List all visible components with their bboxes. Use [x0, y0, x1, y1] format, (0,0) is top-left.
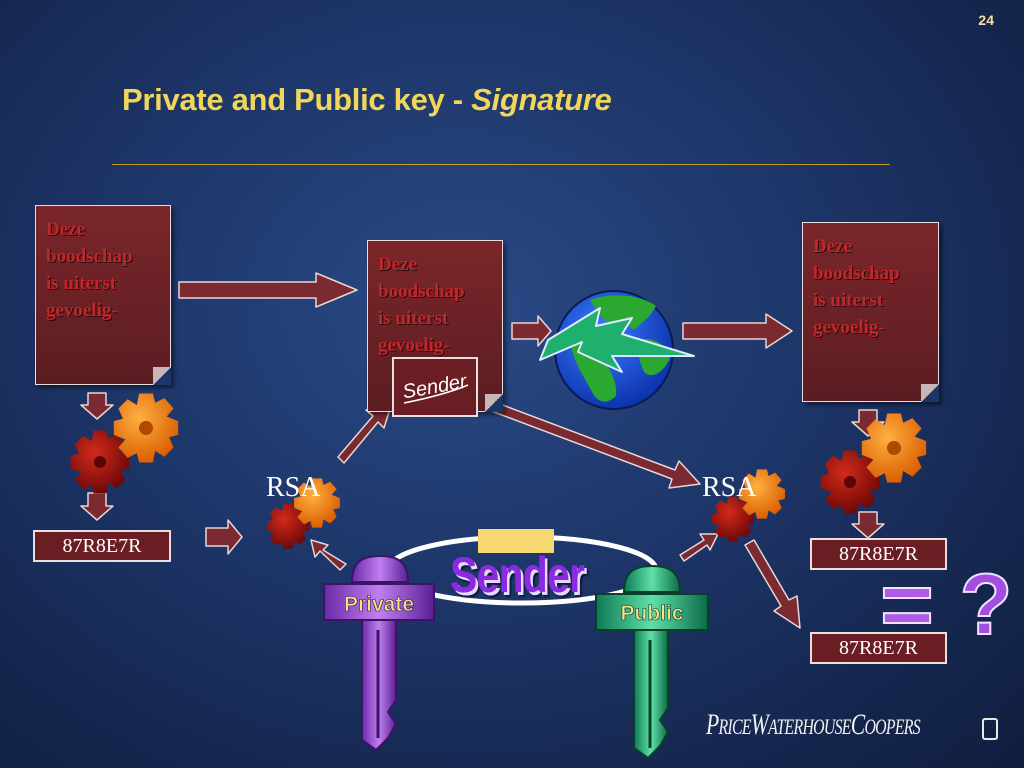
- arrow-gear-to-hash-left: [80, 492, 114, 521]
- arrow-doc-to-signed: [178, 272, 358, 308]
- public-key-label: Public: [620, 602, 683, 625]
- title-emphasis: Signature: [471, 82, 612, 117]
- arrow-doc-to-gear-left: [80, 392, 114, 420]
- arrow-gear-to-hash-right: [851, 511, 885, 539]
- hash-gears-left-icon: [70, 393, 179, 494]
- pricewaterhousecoopers-logo: PRICEWATERHOUSECOOPERS: [706, 708, 921, 741]
- received-message-document: Deze boodschap is uiterst gevoelig-: [802, 222, 939, 402]
- arrow-public-key-to-rsa: [679, 533, 719, 562]
- arrow-rsa-to-signature: [337, 401, 393, 464]
- private-key-label: Private: [344, 593, 414, 616]
- page-fold: [485, 394, 503, 412]
- digital-signature-box: Sender: [392, 357, 478, 417]
- registered-mark-icon: [982, 718, 998, 740]
- rsa-label-left: RSA: [266, 472, 321, 503]
- arrow-to-globe: [511, 315, 552, 347]
- document-text: Deze boodschap is uiterst gevoelig-: [46, 219, 133, 321]
- page-fold: [921, 384, 939, 402]
- internet-globe-icon: [539, 290, 695, 410]
- public-key-icon: [595, 564, 709, 760]
- document-text: Deze boodschap is uiterst gevoelig-: [378, 254, 465, 356]
- question-mark: ?: [960, 557, 1013, 653]
- arrow-hash-to-rsa-left: [205, 519, 243, 555]
- hash-gears-right-icon: [820, 413, 927, 514]
- signature-text: Sender: [401, 370, 470, 403]
- arrow-rsa-to-hash-bottom: [744, 539, 801, 629]
- key-ring-tag: [478, 529, 554, 553]
- hash-value-right-top: 87R8E7R: [810, 538, 947, 570]
- handwritten-signature: Sender: [401, 370, 470, 404]
- original-message-document: Deze boodschap is uiterst gevoelig-: [35, 205, 171, 385]
- document-text: Deze boodschap is uiterst gevoelig-: [813, 236, 900, 338]
- page-fold: [153, 367, 171, 385]
- title-divider: [112, 164, 890, 165]
- title-prefix: Private and Public key -: [122, 82, 472, 117]
- hash-value-right-bottom: 87R8E7R: [810, 632, 947, 664]
- rsa-label-right: RSA: [702, 472, 757, 503]
- hash-value-left: 87R8E7R: [33, 530, 171, 562]
- key-owner-label: Sender: [450, 547, 585, 603]
- slide-number: 24: [978, 12, 994, 28]
- arrow-private-key-to-rsa: [310, 539, 347, 571]
- arrow-signature-to-rsa-right: [477, 397, 701, 489]
- private-key-icon: [323, 554, 435, 752]
- arrow-globe-to-doc: [682, 313, 793, 349]
- slide-title: Private and Public key - Signature: [122, 82, 612, 118]
